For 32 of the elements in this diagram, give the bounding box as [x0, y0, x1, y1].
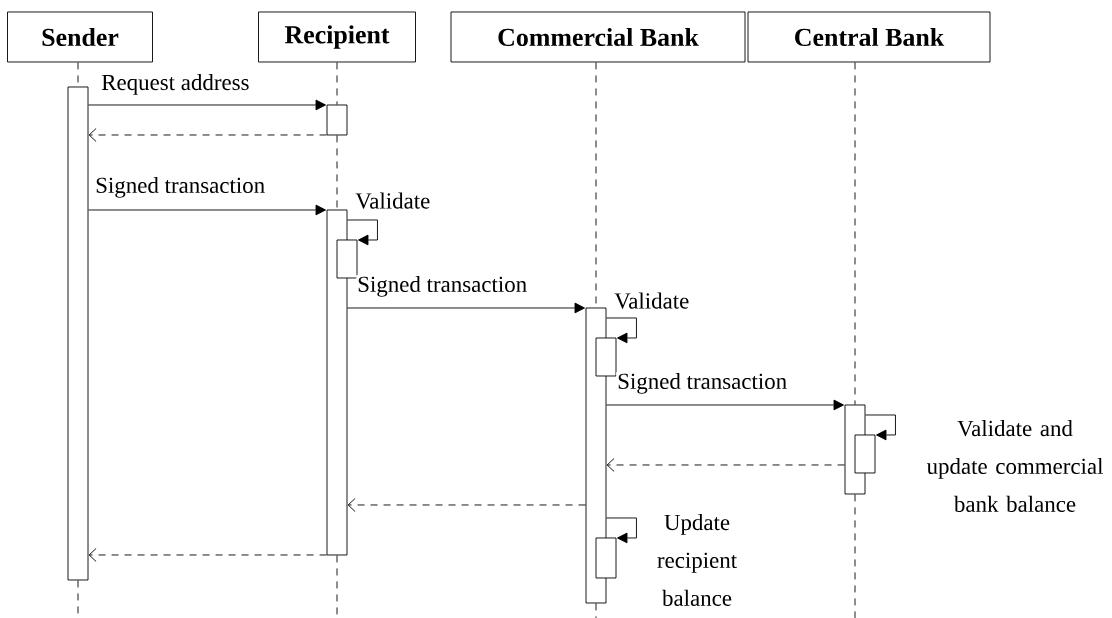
message-arrow: [347, 302, 585, 314]
activation-bar: [336, 239, 358, 279]
lifeline: [854, 62, 856, 618]
participant-box: Sender: [7, 11, 153, 63]
edge-label: Update recipient balance: [651, 513, 743, 607]
return-arrow: [606, 458, 845, 472]
self-call-arrow: [865, 414, 896, 441]
activation-bar: [854, 434, 876, 474]
edge-label: Validate: [613, 291, 691, 310]
self-call-arrow: [606, 517, 637, 544]
self-call-arrow: [347, 219, 378, 246]
lifeline: [595, 62, 597, 618]
edge-label: Signed transaction: [356, 274, 529, 298]
activation-bar: [595, 337, 617, 377]
return-arrow: [88, 548, 327, 562]
participant-box: Central Bank: [747, 11, 991, 63]
participant-box: Recipient: [258, 11, 416, 63]
edge-label: Validate: [354, 191, 432, 210]
edge-label: Request address: [100, 73, 251, 96]
message-arrow: [88, 99, 326, 111]
activation-bar: [326, 104, 348, 136]
return-arrow: [347, 498, 586, 512]
message-arrow: [88, 204, 326, 216]
edge-label: Validate and update commercial bank balance: [923, 419, 1107, 513]
edge-label: Signed transaction: [94, 175, 267, 199]
message-arrow: [606, 399, 844, 411]
return-arrow: [88, 128, 327, 142]
activation-bar: [67, 86, 89, 581]
activation-bar: [595, 537, 617, 579]
edge-label: Signed transaction: [616, 371, 789, 395]
self-call-arrow: [606, 317, 637, 344]
participant-box: Commercial Bank: [450, 11, 746, 63]
